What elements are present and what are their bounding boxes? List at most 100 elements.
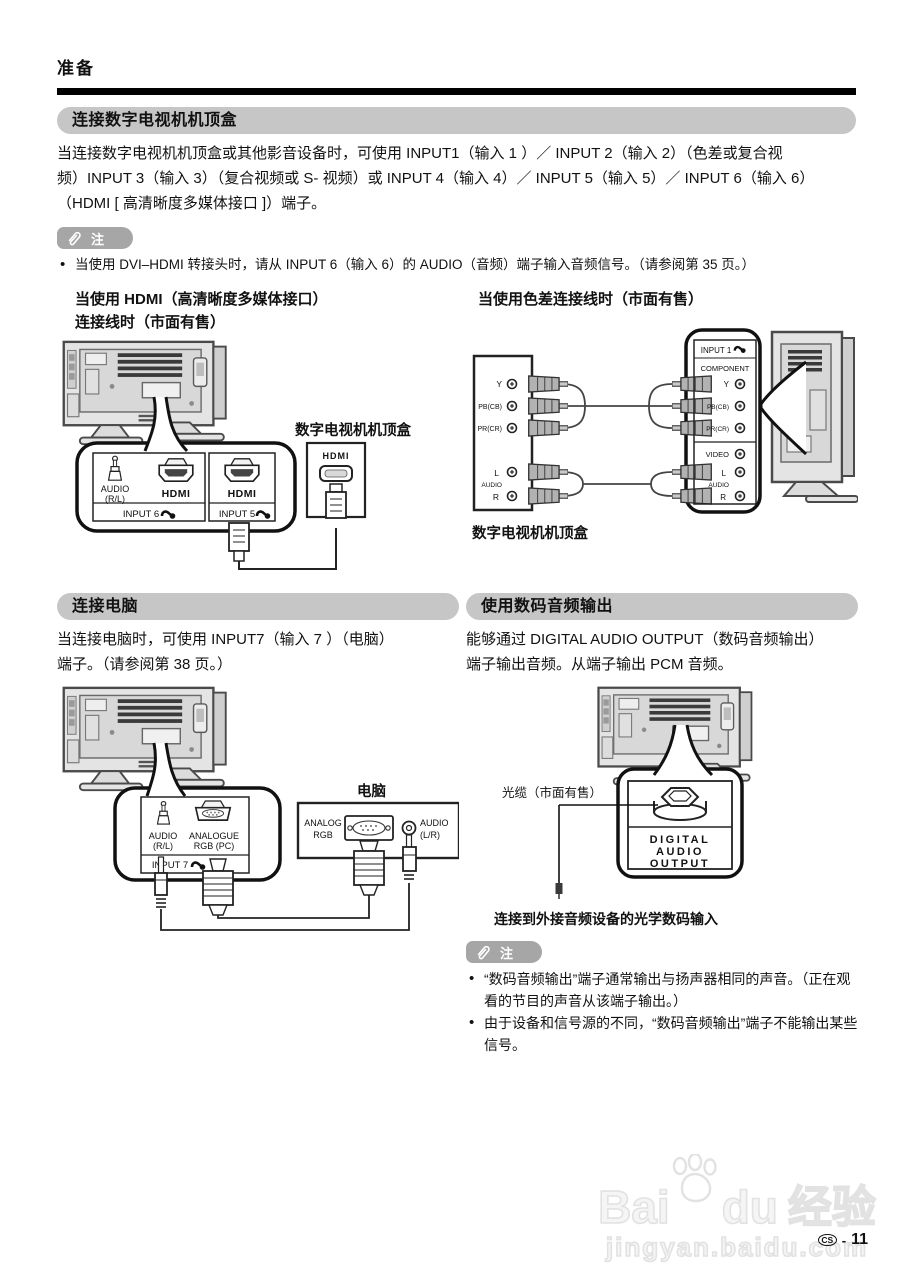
- panel-jack-label: PB(CB): [707, 404, 729, 411]
- watermark-brand-right: du: [721, 1181, 779, 1233]
- stb-section-body: 当连接数字电视机机顶盒或其他影音设备时，可使用 INPUT1（输入 1 ）／ I…: [57, 145, 815, 212]
- vga-cable: [202, 858, 370, 919]
- note-badge: 注: [57, 227, 133, 249]
- hdmi-cable-to-tv: [228, 522, 337, 570]
- pc-box: ANALOG RGB: [296, 801, 459, 860]
- digital-audio-port-box: DIGITAL AUDIO OUTPUT: [627, 780, 733, 870]
- page-number: CS - 11: [817, 1231, 868, 1249]
- component-heading: 当使用色差连接线时（市面有售）: [478, 291, 704, 308]
- hdmi-heading: 当使用 HDMI（高清晰度多媒体接口） 连接线时（市面有售）: [75, 291, 328, 331]
- cable-hook-icon: [733, 345, 746, 353]
- panel-jack-label: Y: [724, 380, 730, 389]
- callout-arrow: [145, 742, 187, 797]
- section-title-stb-label: 连接数字电视机机顶盒: [72, 112, 238, 129]
- page-content: 准备 连接数字电视机机顶盒 当连接数字电视机机顶盒或其他影音设备时，可使用 IN…: [0, 0, 906, 1056]
- set-top-box: Y PB(CB) PR(CR) L AUDIO R: [472, 354, 534, 512]
- section-title-pc-label: 连接电脑: [72, 598, 139, 615]
- hdmi-connection-diagram: AUDIO (R/L) HDMI INPUT 6 HDMI: [62, 340, 411, 570]
- page-number-value: 11: [851, 1231, 868, 1248]
- pc-rgb-label: ANALOG: [304, 818, 342, 828]
- input5-label: INPUT 5: [219, 509, 255, 520]
- digital-audio-label-line3: OUTPUT: [650, 858, 710, 870]
- rca-plug-icon: [527, 375, 568, 505]
- input5-box: HDMI INPUT 5: [208, 452, 276, 522]
- digital-audio-label-line1: DIGITAL: [650, 834, 711, 846]
- tv-back-illustration: [62, 686, 227, 792]
- digital-audio-output-diagram: DIGITAL AUDIO OUTPUT 光缆（市面有售）: [502, 686, 753, 899]
- paw-icon: [672, 1154, 717, 1203]
- pc-connection-diagram: AUDIO (R/L) ANALOGUE RGB (PC) INPUT 7: [62, 686, 459, 931]
- callout-arrow: [652, 724, 714, 777]
- video-jack-label: VIDEO: [706, 450, 730, 459]
- stb-audio-label: L: [494, 468, 499, 478]
- audio-rl-label: AUDIO: [101, 484, 130, 494]
- optical-input-caption: 连接到外接音频设备的光学数码输入: [494, 911, 718, 927]
- tv-back-illustration: [62, 340, 227, 446]
- input1-label: INPUT 1: [701, 346, 732, 355]
- audio-port-icon: [401, 820, 417, 836]
- hdmi-logo-text: HDMI: [162, 488, 191, 500]
- panel-audio-label: AUDIO: [708, 482, 729, 489]
- note-item: “数码音频输出”端子通常输出与扬声器相同的声音。（正在观看的节目的声音从该端子输…: [466, 968, 858, 1012]
- pc-section-body: 当连接电脑时，可使用 INPUT7（输入 7 ）（电脑） 端子。（请参阅第 38…: [57, 631, 394, 673]
- pc-column: 连接电脑 当连接电脑时，可使用 INPUT7（输入 7 ）（电脑） 端子。（请参…: [57, 581, 459, 1056]
- audio-cable: [154, 856, 410, 931]
- section-title-stb: 连接数字电视机机顶盒: [57, 107, 856, 134]
- stb-jack-label: PB(CB): [478, 404, 502, 411]
- optical-connector-icon: [653, 787, 707, 821]
- stb-hdmi-port-label: HDMI: [323, 451, 350, 461]
- note-item: 由于设备和信号源的不同，“数码音频输出”端子不能输出某些信号。: [466, 1012, 858, 1056]
- stb-label: 数字电视机机顶盒: [295, 421, 411, 439]
- component-group-label: COMPONENT: [701, 364, 750, 373]
- optical-cable-line: [555, 804, 658, 899]
- pc-audio-plug: [402, 834, 417, 880]
- watermark-brand-left: Bai: [597, 1181, 670, 1233]
- section-title-audio-out: 使用数码音频输出: [466, 593, 858, 620]
- cable-hook-icon: [160, 510, 176, 519]
- stb-note-list: 当使用 DVI–HDMI 转接头时，请从 INPUT 6（输入 6）的 AUDI…: [57, 254, 856, 275]
- panel-audio-label: L: [722, 469, 727, 478]
- stb-label: 数字电视机机顶盒: [472, 524, 588, 542]
- digital-audio-label-line2: AUDIO: [656, 846, 704, 858]
- callout-arrow: [143, 396, 189, 453]
- component-column: 当使用色差连接线时（市面有售） Y PB(CB) PR(CR) L AUDIO …: [466, 288, 858, 577]
- audio-rl-sublabel: (R/L): [153, 841, 173, 851]
- hdmi-column: 当使用 HDMI（高清晰度多媒体接口） 连接线时（市面有售）: [57, 288, 459, 577]
- section-title-audio-out-label: 使用数码音频输出: [481, 598, 614, 615]
- input7-label: INPUT 7: [152, 860, 188, 871]
- audio-out-column: 使用数码音频输出 能够通过 DIGITAL AUDIO OUTPUT（数码音频输…: [466, 581, 858, 1056]
- hdmi-logo-text: HDMI: [228, 488, 257, 500]
- optical-cable-label: 光缆（市面有售）: [502, 785, 602, 800]
- section-title-pc: 连接电脑: [57, 593, 459, 620]
- pc-rgb-sublabel: RGB: [313, 830, 333, 840]
- pc-audio-sublabel: (L/R): [420, 830, 440, 840]
- note-badge-label: 注: [91, 231, 105, 247]
- set-top-box: HDMI: [305, 441, 367, 519]
- analogue-rgb-sublabel: RGB (PC): [194, 841, 235, 851]
- header-rule: [57, 88, 856, 95]
- rca-jack-icon: [734, 378, 746, 502]
- panel-audio-label: R: [720, 493, 726, 502]
- watermark-brand-suffix: 经验: [787, 1183, 877, 1232]
- lower-columns: 连接电脑 当连接电脑时，可使用 INPUT7（输入 7 ）（电脑） 端子。（请参…: [57, 581, 858, 1056]
- page-number-dash: -: [841, 1232, 847, 1248]
- vga-port-icon: [344, 815, 394, 841]
- pc-vga-connector: [353, 840, 385, 896]
- component-cables: [561, 383, 673, 497]
- language-code-badge: CS: [817, 1233, 837, 1247]
- audio-rl-label: AUDIO: [149, 831, 178, 841]
- note-badge-label: 注: [500, 945, 514, 961]
- pc-audio-label: AUDIO: [420, 818, 449, 828]
- stb-jack-label: Y: [496, 379, 502, 389]
- note-item: 当使用 DVI–HDMI 转接头时，请从 INPUT 6（输入 6）的 AUDI…: [57, 254, 856, 275]
- input7-box: AUDIO (R/L) ANALOGUE RGB (PC) INPUT 7: [140, 796, 250, 874]
- input1-panel-detail: INPUT 1 COMPONENT Y PB(CB) PR(CR) VIDEO …: [693, 339, 757, 505]
- audio-rl-sublabel: (R/L): [105, 494, 125, 504]
- rca-jack-icon: [506, 378, 518, 502]
- stb-audio-label: R: [493, 492, 499, 502]
- stb-audio-label: AUDIO: [481, 482, 502, 489]
- pc-label: 电脑: [357, 782, 386, 800]
- cable-hook-icon: [190, 861, 206, 870]
- analogue-rgb-label: ANALOGUE: [189, 831, 239, 841]
